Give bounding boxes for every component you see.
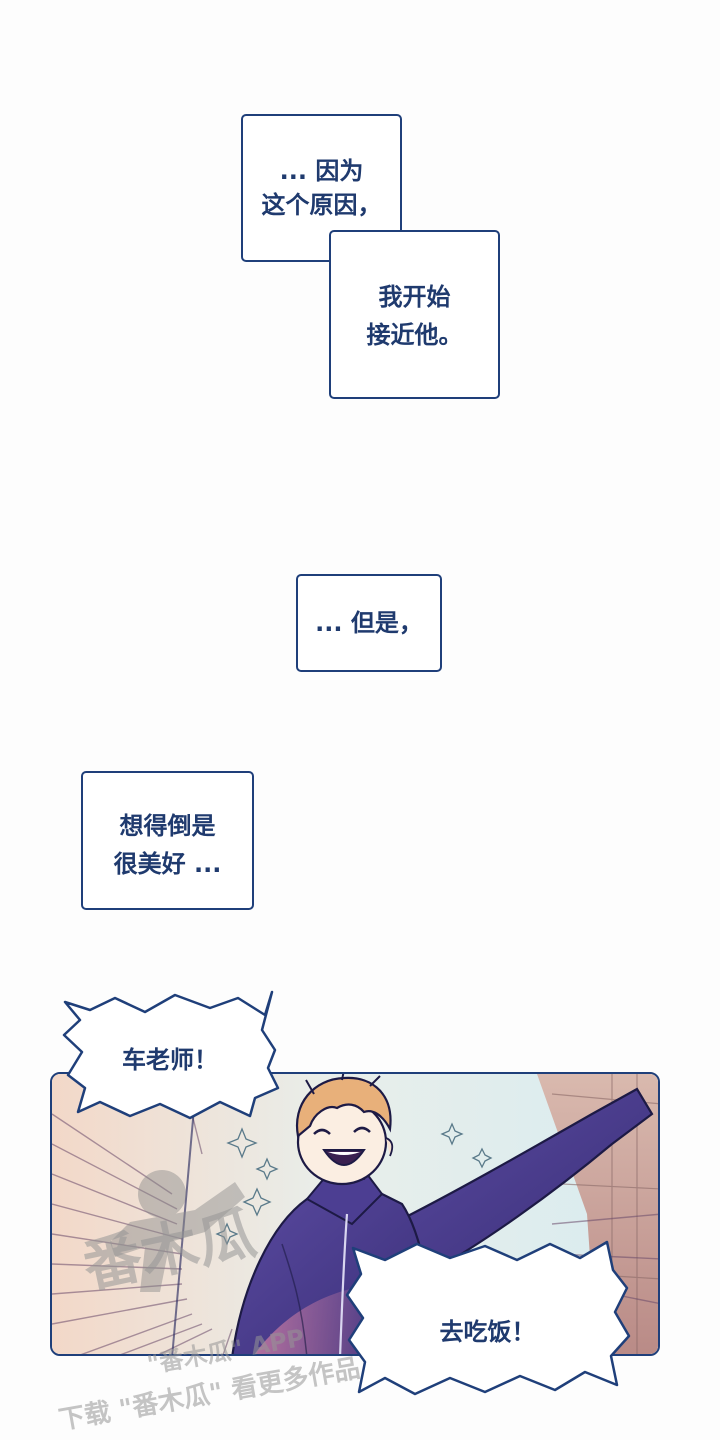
caption-line: ... 因为: [279, 157, 364, 185]
caption-line: 接近他。: [366, 321, 463, 349]
caption-box-approach: 我开始 接近他。: [329, 230, 500, 399]
watermark-download: 下载 "番木瓜" 看更多作品: [56, 1353, 363, 1437]
caption-box-because: ... 因为 这个原因，: [241, 114, 402, 262]
speed-lines: [52, 1074, 658, 1354]
bubble-text: 去吃饭！: [439, 1318, 536, 1346]
caption-line: 这个原因，: [261, 191, 382, 219]
caption-line: ... 但是，: [315, 609, 423, 637]
caption-box-beautiful: 想得倒是 很美好 ...: [81, 771, 254, 910]
hair: [295, 1076, 392, 1139]
caption-line: 想得倒是: [119, 812, 216, 840]
caption-box-but: ... 但是，: [296, 574, 442, 672]
bubble-text: 车老师！: [122, 1046, 218, 1074]
caption-line: 我开始: [378, 283, 451, 311]
caption-line: 很美好 ...: [113, 850, 222, 878]
speech-bubble-eat: 去吃饭！: [345, 1240, 631, 1400]
speech-bubble-teacher: 车老师！: [60, 990, 280, 1122]
raised-arm: [390, 1087, 654, 1276]
